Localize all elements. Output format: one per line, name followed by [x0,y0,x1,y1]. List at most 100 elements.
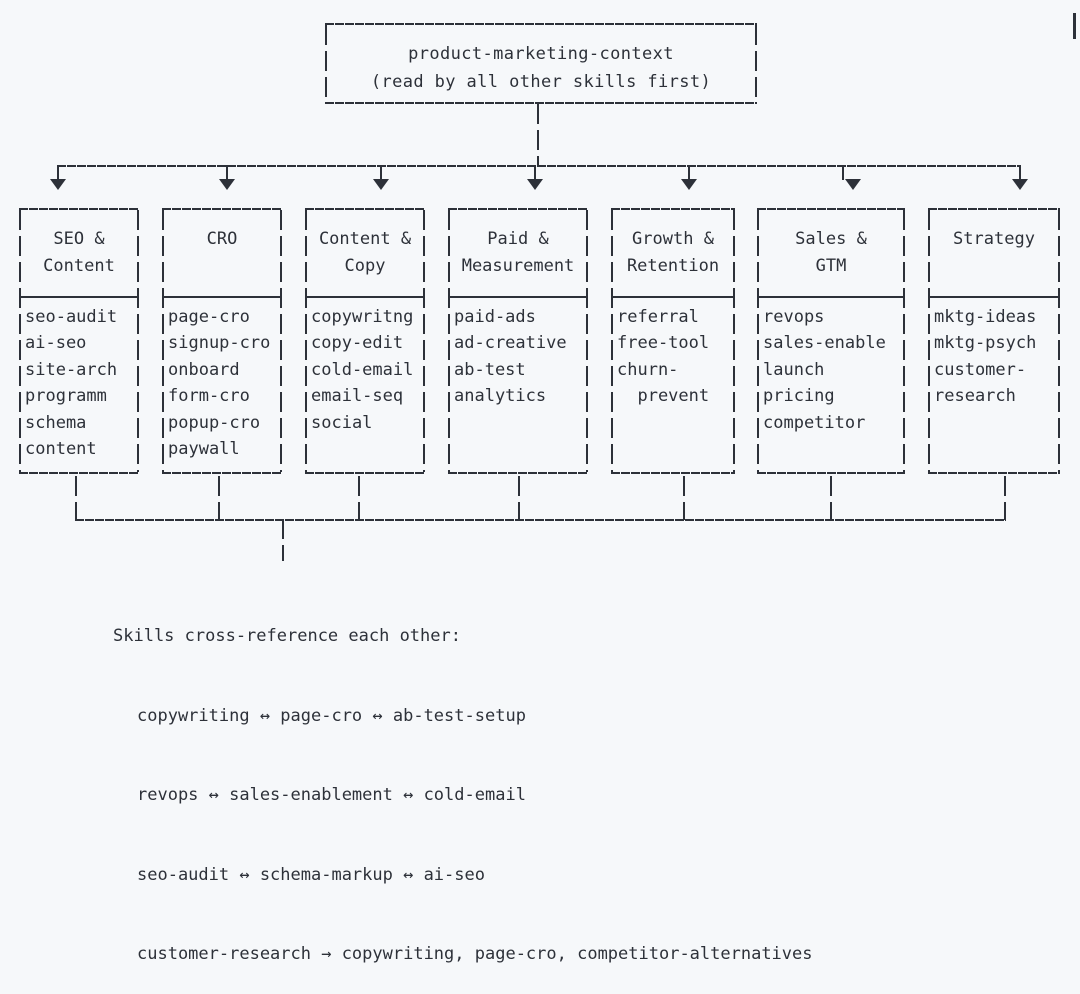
collector-bus-line [75,519,1006,521]
category-header-line1: Content & [318,229,412,249]
fanout-bus-left-stub [57,165,59,180]
category-item-list: revops sales-enable launch pricing compe… [763,304,907,436]
root-context-title: product-marketing-context [408,44,674,64]
box-bottom-border [19,472,139,474]
collector-riser-growth [683,476,685,520]
cross-reference-row: revops ↔ sales-enablement ↔ cold-email [137,785,526,805]
category-header-line1: Paid & [487,229,549,249]
category-header-line2: GTM [815,256,847,276]
box-header-separator [19,296,139,298]
collector-riser-sales [830,476,832,520]
list-item: programm [25,386,107,407]
fanout-arrow-paid [527,179,543,190]
fanout-drop-2 [534,165,536,180]
root-box-bottom-border [325,102,757,104]
box-right-border [1058,210,1060,472]
fanout-arrow-cro [219,179,235,190]
box-header-separator [305,296,425,298]
box-left-border [19,210,21,472]
list-item: analytics [454,386,547,407]
box-left-border [305,210,307,472]
category-header-line2: Measurement [461,256,575,276]
list-item: site-arch [25,359,118,380]
cross-reference-heading: Skills cross-reference each other: [113,626,461,646]
box-bottom-border [928,472,1060,474]
category-item-list: seo-audit ai-seo site-arch programm sche… [25,304,141,462]
list-item: launch [763,359,825,380]
category-header: Paid & Measurement [448,208,588,296]
category-header: CRO [162,208,282,296]
box-header-separator [448,296,588,298]
list-item: cold-email [311,359,414,380]
box-right-border [903,210,905,472]
list-item: schema [25,412,87,433]
list-item: copy-edit [311,333,404,354]
category-header-line1: Sales & [795,229,867,249]
box-bottom-border [611,472,735,474]
category-box-growth-retention: Growth & Retention referral free-tool ch… [611,208,735,474]
collector-riser-content [358,476,360,520]
category-header: SEO & Content [19,208,139,296]
box-header-separator [757,296,905,298]
fanout-bus-line [57,165,1021,167]
list-item: form-cro [168,386,250,407]
box-top-border [19,208,139,210]
box-header-separator [928,296,1060,298]
fanout-arrow-strategy [1012,179,1028,190]
collector-riser-seo [75,476,77,520]
category-box-paid-measurement: Paid & Measurement paid-ads ad-creative … [448,208,588,474]
list-item: content [25,439,97,460]
fanout-drop-0 [226,165,228,180]
list-item: page-cro [168,307,250,327]
list-item: competitor [763,412,866,433]
list-item: email-seq [311,386,404,407]
list-item: onboard [168,359,240,380]
list-item: paid-ads [454,307,536,327]
root-box-top-border [325,23,757,25]
box-bottom-border [162,472,282,474]
list-item: sales-enable [763,333,886,354]
category-header: Growth & Retention [611,208,735,296]
box-bottom-border [757,472,905,474]
cross-reference-note: Skills cross-reference each other: copyw… [113,570,813,994]
category-header: Sales & GTM [757,208,905,296]
list-item: free-tool [617,333,710,354]
list-item: research [934,386,1016,407]
box-header-separator [611,296,735,298]
list-item: signup-cro [168,333,271,354]
list-item: paywall [168,439,240,460]
list-item: mktg-psych [934,333,1037,354]
category-box-strategy: Strategy mktg-ideas mktg-psych customer-… [928,208,1060,474]
category-item-list: referral free-tool churn- prevent [617,304,737,410]
box-left-border [162,210,164,472]
list-item: ad-creative [454,333,567,354]
category-box-seo-content: SEO & Content seo-audit ai-seo site-arch… [19,208,139,474]
fanout-arrow-sales [845,179,861,190]
category-box-content-copy: Content & Copy copywritng copy-edit cold… [305,208,425,474]
fanout-drop-4 [842,165,844,180]
list-item: prevent [617,386,710,407]
box-bottom-border [448,472,588,474]
fanout-drop-1 [380,165,382,180]
box-right-border [137,210,139,472]
cross-reference-row: customer-research → copywriting, page-cr… [137,944,813,964]
collector-riser-cro [218,476,220,520]
box-header-separator [162,296,282,298]
list-item: copywritng [311,307,414,327]
fanout-arrow-growth [681,179,697,190]
category-header: Content & Copy [305,208,425,296]
collector-to-footer-connector [282,519,284,561]
fanout-bus-right-stub [1019,165,1021,180]
list-item: seo-audit [25,307,118,327]
box-top-border [928,208,1060,210]
box-top-border [305,208,425,210]
box-left-border [611,210,613,472]
root-box-left-border [325,25,327,103]
category-box-cro: CRO page-cro signup-cro onboard form-cro… [162,208,282,474]
root-context-box: product-marketing-context (read by all o… [325,23,757,104]
box-left-border [757,210,759,472]
box-right-border [733,210,735,472]
list-item: popup-cro [168,412,261,433]
box-top-border [162,208,282,210]
list-item: referral [617,307,699,327]
